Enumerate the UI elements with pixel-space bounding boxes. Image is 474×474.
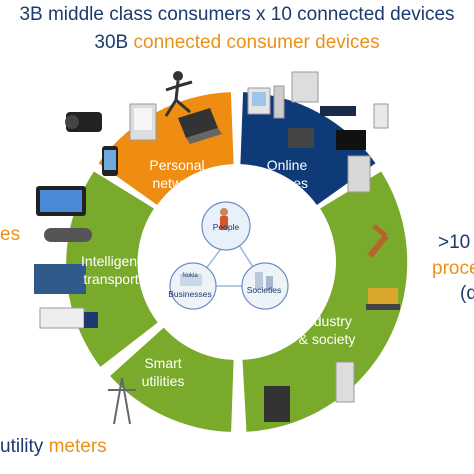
rearview-mirror-icon [44, 228, 92, 242]
person-icon [220, 208, 228, 216]
label-intelligent-transport-line2: transport [83, 271, 139, 287]
label-personal-network-line2: network [152, 175, 202, 191]
laptop-icon [178, 108, 222, 144]
cropped-right-text-1: >10 [438, 232, 471, 253]
server-rack-icon [264, 386, 290, 422]
label-intelligent-transport-line1: Intelligent [81, 253, 141, 269]
segment-industry-society[interactable] [242, 171, 408, 432]
headline-line-1: 3B middle class consumers x 10 connected… [19, 4, 455, 25]
cropped-right-text-3: (d [460, 283, 474, 304]
node-societies[interactable] [241, 262, 289, 310]
runner-icon [164, 71, 193, 117]
label-online-homes-line1: Online [266, 157, 308, 173]
label-smart-utilities-line1: Smart [144, 355, 182, 371]
headline-line-2-prefix: 30B [94, 32, 129, 53]
truck-icon [39, 307, 98, 329]
headline-line-2-text: connected consumer devices [133, 32, 380, 53]
label-online-homes-line2: homes [265, 175, 309, 191]
smartphone-icon [102, 146, 118, 176]
cropped-left-text: es [0, 224, 21, 245]
building-icon [180, 274, 202, 286]
segment-online-homes[interactable] [240, 92, 376, 205]
label-personal-network: Personal network [132, 156, 222, 192]
city-icon [255, 272, 263, 290]
camcorder-icon [65, 112, 102, 132]
label-industry-society-line1: Industry [302, 313, 352, 329]
keypad-icon [373, 103, 389, 129]
ereader-icon [129, 103, 157, 141]
label-personal-network-line1: Personal [149, 157, 205, 173]
excavator-icon [366, 288, 400, 310]
gps-navigator-icon [36, 186, 86, 216]
label-industry-society: Industry & society [282, 312, 372, 348]
label-businesses: Businesses [168, 289, 212, 299]
label-smart-utilities: Smart utilities [118, 354, 208, 390]
fridge-icon [347, 155, 371, 193]
label-industry-society-line2: & society [298, 331, 356, 347]
node-businesses[interactable] [169, 262, 217, 310]
bottom-caption: utility meters [0, 436, 107, 458]
label-societies: Societies [246, 285, 282, 295]
label-online-homes: Online homes [242, 156, 332, 192]
meter-box-icon [291, 71, 319, 103]
cropped-right-text-2: proce [432, 258, 474, 279]
medical-scanner-icon [335, 361, 355, 403]
bottom-caption-highlight: meters [48, 436, 107, 457]
bottom-caption-prefix: utility [0, 436, 44, 457]
desktop-pc-icon [247, 85, 285, 119]
label-intelligent-transport: Intelligent transport [66, 252, 156, 288]
segment-smart-utilities[interactable] [110, 327, 234, 432]
label-businesses-tag: Nokia [182, 273, 198, 279]
router-icon [320, 106, 356, 116]
robot-arm-icon [367, 224, 389, 258]
label-smart-utilities-line2: utilities [141, 373, 185, 389]
desk-phone-icon [288, 128, 314, 148]
car-dashboard-icon [34, 264, 86, 294]
headline-line-2: 30B connected consumer devices [0, 32, 474, 54]
power-pylon-icon [108, 377, 136, 425]
label-people: People [212, 222, 240, 232]
node-people[interactable] [201, 201, 251, 251]
tv-icon [336, 130, 366, 150]
